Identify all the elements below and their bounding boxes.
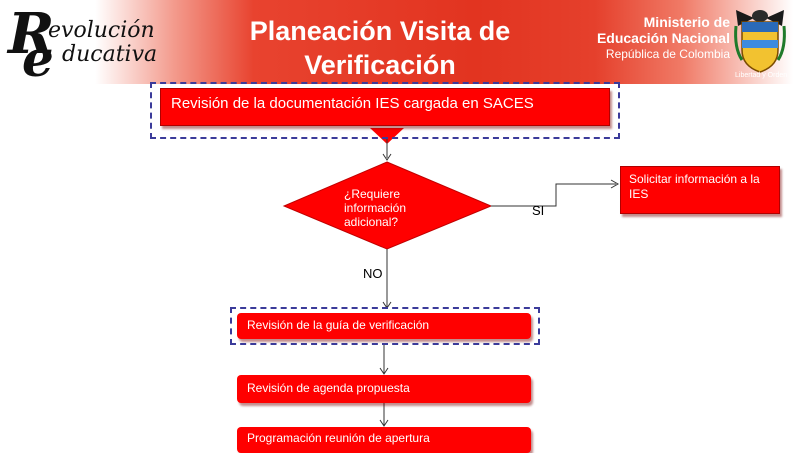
connector-yes — [491, 183, 616, 207]
colombia-coat-of-arms-icon — [734, 10, 786, 73]
ministry-label: Ministerio de Educación Nacional Repúbli… — [560, 14, 730, 62]
highlight-step2 — [230, 307, 540, 345]
header-banner: R evolución e ducativa Planeación Visita… — [0, 0, 793, 84]
ministry-line1: Ministerio de — [643, 14, 730, 30]
flow-step-revision-documentacion: Revisión de la documentación IES cargada… — [160, 88, 610, 126]
revolucion-educativa-logo: R evolución e ducativa — [8, 6, 188, 84]
page-title-line1: Planeación Visita de — [249, 16, 511, 46]
page-title-line2: Verificación — [304, 50, 456, 80]
logo-text-line2: ducativa — [62, 42, 158, 67]
flow-step-revision-agenda: Revisión de agenda propuesta — [237, 375, 531, 403]
motto-text: Libertad y Orden — [735, 72, 788, 79]
arrow-to-step4 — [379, 419, 389, 427]
logo-letter-r: R — [8, 1, 55, 67]
highlight-step1 — [150, 82, 620, 139]
ministry-line2: Educación Nacional — [596, 30, 730, 46]
logo-text-line1: evolución — [48, 18, 155, 43]
no-label: NO — [363, 266, 383, 281]
page-title: Planeación Visita de Verificación — [200, 14, 560, 82]
decision-label: ¿Requiere información adicional? — [344, 187, 407, 229]
arrow-to-decision — [382, 153, 392, 161]
flow-step-revision-guia: Revisión de la guía de verificación — [237, 313, 531, 339]
arrow-to-yes-action — [610, 179, 620, 189]
logo-letter-e: e — [22, 29, 54, 88]
flow-arrowhead-step1 — [370, 128, 404, 144]
yes-label: SI — [532, 203, 545, 218]
arrow-to-step3 — [379, 367, 389, 375]
ministry-line3: República de Colombia — [605, 47, 730, 61]
flow-step-solicitar-informacion: Solicitar información a la IES — [620, 166, 780, 214]
flow-step-programacion-reunion: Programación reunión de apertura — [237, 427, 531, 453]
